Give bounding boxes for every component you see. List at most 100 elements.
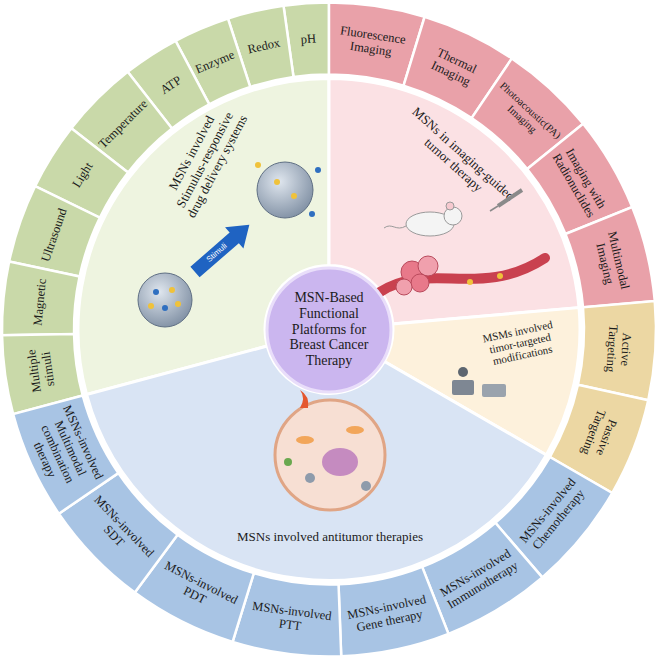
mitochondrion <box>296 436 314 444</box>
nanoparticle <box>257 162 313 218</box>
node-label: Ultrasound <box>38 206 69 263</box>
mouse-body <box>406 212 454 236</box>
text-frame: Multimodal Imaging <box>574 217 650 307</box>
blood-vessel <box>380 258 545 292</box>
node-label: Light <box>69 160 95 190</box>
device-icon <box>482 384 506 397</box>
nanoparticle-dot <box>497 273 503 279</box>
ring-segment: Fluorescence Imaging <box>327 0 427 88</box>
node-label: Multimodal Imaging <box>589 221 634 303</box>
syringe-needle <box>490 206 498 211</box>
tumor-cell <box>411 274 429 292</box>
text-frame: MSNs-involved SDT <box>67 479 171 584</box>
ring-segment: ATP <box>125 38 212 131</box>
text-frame: MSNs involved antitumor therapies <box>225 526 435 548</box>
node-label: MSNs-involved PTT <box>245 598 336 637</box>
node-outline <box>0 259 82 338</box>
node-label: MSNs involved antitumor therapies <box>237 530 423 545</box>
released-dot <box>315 167 321 173</box>
text-frame: Photoacoustic(PA) Imaging <box>477 67 575 164</box>
nanoparticle <box>305 473 315 483</box>
node-outline <box>56 471 180 595</box>
node-outline <box>230 571 344 659</box>
text-frame: Fluorescence Imaging <box>329 6 415 77</box>
cell <box>275 400 385 510</box>
ring-segment: Light <box>33 126 131 220</box>
sector-shape <box>329 79 579 324</box>
node-outline <box>469 56 586 172</box>
gene-cargo <box>284 458 292 466</box>
node-outline <box>264 265 394 395</box>
node-outline <box>281 0 331 79</box>
tumor-cell <box>401 261 423 283</box>
node-outline <box>84 344 549 583</box>
nucleus <box>322 448 358 476</box>
ring-segment: MSNs-involved Immunotherapy <box>420 520 545 636</box>
node-label: Fluorescence Imaging <box>332 22 413 61</box>
segment-shape <box>175 19 250 105</box>
text-frame: Stimuli <box>196 234 237 272</box>
sector-shape <box>78 79 329 395</box>
segment-shape <box>13 395 118 513</box>
node-outline <box>132 532 256 644</box>
segment-shape <box>71 72 172 173</box>
node-outline <box>125 38 212 131</box>
node-outline <box>11 393 121 516</box>
node-label: Enzyme <box>194 47 237 76</box>
segment-shape <box>128 41 210 129</box>
text-frame: MSMs involved timor-targeted modificatio… <box>468 312 571 375</box>
node-label: Imaging with Radionuclides <box>548 141 612 222</box>
node-label: MSNs-involved Multimodal combination the… <box>21 399 109 502</box>
nanoparticle-dot <box>467 279 473 285</box>
node-label: Temperature <box>96 97 150 151</box>
cargo-dot <box>162 305 168 311</box>
theme-sector: MSNs involved Stimulus-responsive drug d… <box>76 76 331 397</box>
ring-segment: Photoacoustic(PA) Imaging <box>469 56 586 172</box>
node-outline <box>327 0 427 88</box>
node-outline <box>575 299 658 403</box>
text-frame: MSNs involved Stimulus-responsive drug d… <box>154 92 256 228</box>
segment-shape <box>329 3 425 86</box>
node-label: MSN-Based Functional Platforms for Breas… <box>277 290 381 368</box>
node-outline <box>33 126 131 220</box>
sector-shape <box>87 346 547 580</box>
node-label: MSNs-involved SDT <box>79 490 160 573</box>
text-frame: Passive Targeting <box>558 387 643 483</box>
segment-shape <box>228 6 294 87</box>
center-circle: MSN-Based Functional Platforms for Breas… <box>264 265 394 395</box>
text-frame: Light <box>42 136 122 214</box>
node-outline <box>525 121 635 236</box>
text-frame: MSNs-involved Chemotherapy <box>502 462 604 568</box>
segment-shape <box>9 186 100 276</box>
ring-segment: MSNs-involved SDT <box>56 471 180 595</box>
center-disc <box>267 268 391 392</box>
node-outline <box>493 454 615 580</box>
segment-shape <box>2 334 83 414</box>
device-icon <box>452 380 474 395</box>
node-outline <box>76 76 331 397</box>
node-outline <box>225 3 296 89</box>
text-frame: Active Targeting <box>587 307 652 391</box>
node-label: Magnetic <box>30 277 48 325</box>
node-label: Passive Targeting <box>573 393 628 478</box>
segment-shape <box>404 17 512 118</box>
cargo-dot <box>274 179 280 185</box>
segment-shape <box>339 567 449 656</box>
text-frame: Ultrasound <box>15 195 93 275</box>
node-label: MSNs-involved Gene therapy <box>342 592 434 637</box>
tumor-cell <box>418 256 438 276</box>
text-frame: MSNs-involved PTT <box>243 583 338 654</box>
node-label: Multiple stimuli <box>23 336 60 403</box>
ring-segment: Enzyme <box>173 16 253 107</box>
cargo-dot <box>175 301 181 307</box>
heat-icon <box>300 390 308 408</box>
text-frame: Imaging with Radionuclides <box>534 133 625 230</box>
node-outline <box>563 205 657 310</box>
segment-shape <box>2 262 80 336</box>
node-label: MSNs-involved PDT <box>152 557 243 622</box>
text-frame: MSNs-involved Multimodal combination the… <box>19 398 110 503</box>
node-label: Active Targeting <box>603 308 636 390</box>
arrow-label: Stimuli <box>205 242 229 265</box>
node-outline <box>420 520 545 636</box>
